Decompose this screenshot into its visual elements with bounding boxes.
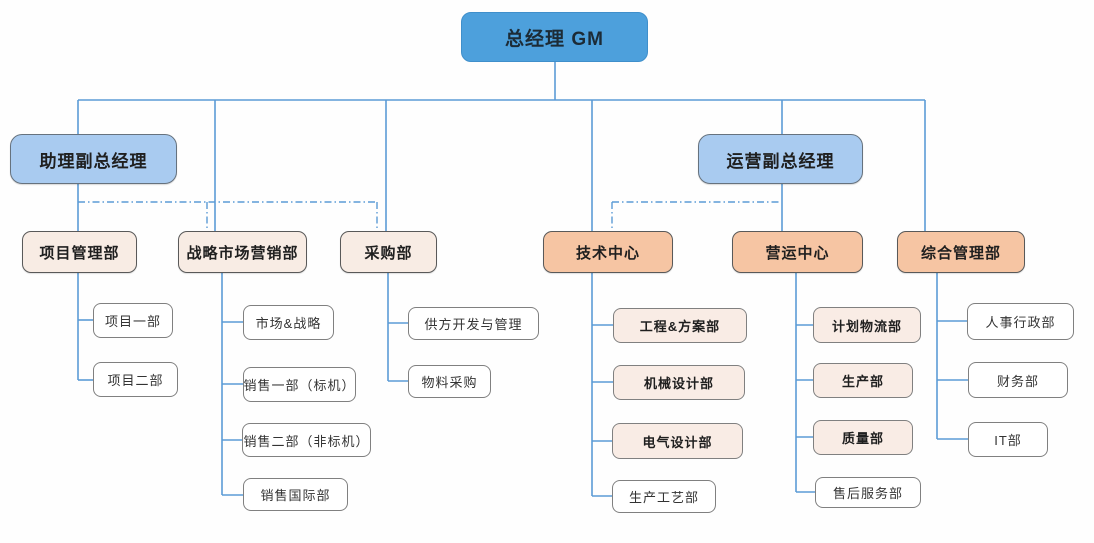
org-node-assistant-vgm: 助理副总经理 — [10, 134, 177, 184]
org-node-finance: 财务部 — [968, 362, 1068, 398]
org-node-procurement: 采购部 — [340, 231, 437, 273]
org-node-sales-intl: 销售国际部 — [243, 478, 348, 511]
org-node-eng-solutions: 工程&方案部 — [613, 308, 747, 343]
org-node-gm: 总经理 GM — [461, 12, 648, 62]
org-node-after-sales: 售后服务部 — [815, 477, 921, 508]
org-node-market-strategy: 市场&战略 — [243, 305, 334, 340]
org-node-strategic-mkt: 战略市场营销部 — [178, 231, 307, 273]
org-node-general-mgmt: 综合管理部 — [897, 231, 1025, 273]
org-node-tech-center: 技术中心 — [543, 231, 673, 273]
org-node-project-mgmt: 项目管理部 — [22, 231, 137, 273]
org-node-elec-design: 电气设计部 — [612, 423, 743, 459]
org-node-ops-center: 营运中心 — [732, 231, 863, 273]
org-node-sales-2: 销售二部（非标机） — [242, 423, 371, 457]
org-node-project-2: 项目二部 — [93, 362, 178, 397]
org-node-hr-admin: 人事行政部 — [967, 303, 1074, 340]
org-node-supplier-dev: 供方开发与管理 — [408, 307, 539, 340]
org-node-project-1: 项目一部 — [93, 303, 173, 338]
org-node-mech-design: 机械设计部 — [613, 365, 745, 400]
org-node-production: 生产部 — [813, 363, 913, 398]
org-node-sales-1: 销售一部（标机） — [243, 367, 356, 402]
org-node-material-purch: 物料采购 — [408, 365, 491, 398]
org-node-prod-process: 生产工艺部 — [612, 480, 716, 513]
org-node-operations-vgm: 运营副总经理 — [698, 134, 863, 184]
org-node-quality: 质量部 — [813, 420, 913, 455]
org-node-it: IT部 — [968, 422, 1048, 457]
org-node-planning-logist: 计划物流部 — [813, 307, 921, 343]
